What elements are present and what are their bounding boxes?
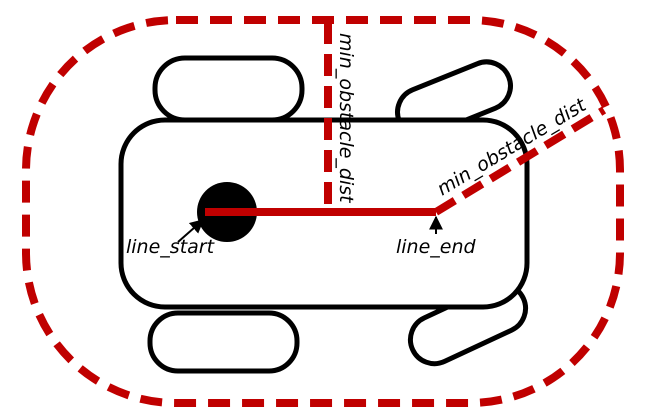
min-distance-diagonal-line <box>433 106 607 216</box>
line-start-label: line_start <box>126 236 216 258</box>
wheel-front-right <box>147 310 300 374</box>
line-end-label: line_end <box>396 236 477 258</box>
min-obstacle-dist-vertical-label: min_obstacle_dist <box>335 33 357 204</box>
wheel-front-left <box>152 55 305 123</box>
line-start-arrow <box>177 219 205 243</box>
obstacle-boundary <box>22 16 624 407</box>
